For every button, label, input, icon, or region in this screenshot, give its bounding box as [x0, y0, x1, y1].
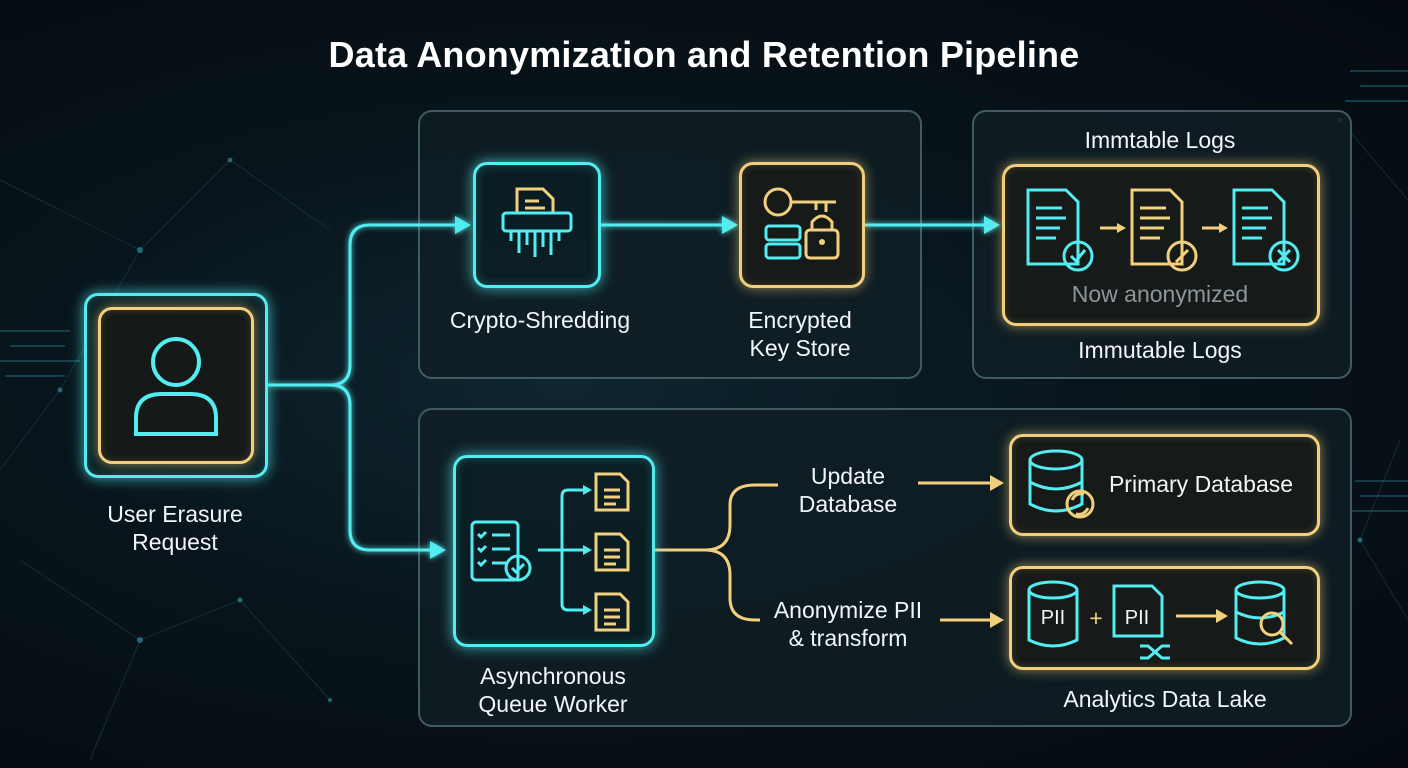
- arrowhead-logs: [984, 216, 1000, 234]
- user-icon: [134, 337, 218, 436]
- connector-to-queue: [268, 383, 430, 552]
- connector-to-shredding: [268, 223, 455, 387]
- page-title: Data Anonymization and Retention Pipelin…: [328, 34, 1080, 75]
- plus-sign: +: [1089, 605, 1103, 631]
- key-store-node[interactable]: [739, 162, 865, 288]
- logs-top-label: Immtable Logs: [1084, 127, 1236, 153]
- anonymize-pii-label: Anonymize PII & transform: [773, 597, 923, 651]
- arrowhead-shredding: [455, 216, 471, 234]
- primary-database-label: Primary Database: [1108, 471, 1294, 497]
- key-lock-icon: [763, 187, 840, 260]
- log-document-anonymized-icon: [1232, 188, 1300, 272]
- log-documents-icons: [1026, 188, 1300, 272]
- analytics-data-lake-label: Analytics Data Lake: [1063, 686, 1267, 712]
- pii-shuffle-icon: [1112, 584, 1170, 660]
- lake-arrow: [1176, 609, 1228, 623]
- pii-label-b: PII: [1124, 607, 1150, 629]
- pii-database-icon: [1027, 580, 1079, 648]
- connector-worker-to-update: [655, 483, 778, 552]
- queue-item-icons: [594, 472, 630, 632]
- user-label: User Erasure Request: [107, 501, 243, 555]
- pii-label-a: PII: [1040, 607, 1066, 629]
- connector-worker-to-anonymize: [704, 548, 760, 622]
- arrowhead-queue: [430, 541, 446, 559]
- task-list-icon: [470, 520, 532, 582]
- key-store-label: Encrypted Key Store: [748, 307, 852, 361]
- queue-worker-label: Asynchronous Queue Worker: [478, 663, 628, 717]
- queue-fanout-icon: [470, 472, 630, 632]
- arrowhead-keystore: [722, 216, 738, 234]
- log-document-pending-icon: [1130, 188, 1198, 272]
- database-sync-icon: [1028, 449, 1095, 519]
- anonymized-note: Now anonymized: [1071, 281, 1249, 307]
- log-document-verified-icon: [1026, 188, 1094, 272]
- logs-bottom-label: Immutable Logs: [1078, 337, 1242, 363]
- shredder-icon: [501, 187, 573, 257]
- data-lake-search-icon: [1234, 580, 1294, 646]
- arrowhead-primary: [990, 475, 1004, 491]
- update-database-label: Update Database: [798, 463, 898, 517]
- crypto-shredding-node[interactable]: [473, 162, 601, 288]
- crypto-shredding-label: Crypto-Shredding: [449, 307, 631, 333]
- arrowhead-lake: [990, 612, 1004, 628]
